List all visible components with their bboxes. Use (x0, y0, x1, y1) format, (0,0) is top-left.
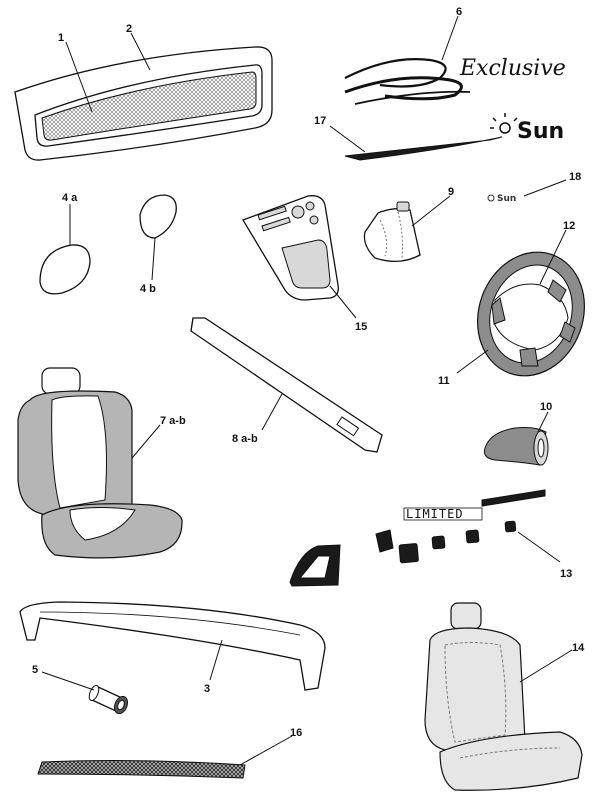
callout-16: 16 (290, 727, 302, 739)
leader-3 (209, 639, 223, 681)
sill-plate-part (190, 317, 383, 453)
exclusive-decal-text: Exclusive (459, 56, 566, 81)
center-console-part (242, 195, 339, 301)
leader-17 (329, 125, 366, 153)
exclusive-decal-part: Exclusive (344, 56, 566, 105)
leader-13 (517, 531, 561, 563)
leader-2 (130, 32, 151, 71)
leader-5 (41, 671, 95, 691)
callout-9: 9 (448, 186, 454, 198)
callout-12: 12 (563, 220, 575, 232)
steering-wheel-part (476, 251, 586, 377)
seat-cover-14-part (424, 602, 583, 791)
sun-badge-text: Sun (497, 194, 516, 204)
exhaust-tip-part (88, 684, 129, 715)
leader-9 (411, 195, 451, 227)
leader-15 (329, 285, 357, 319)
leader-7 (131, 424, 161, 459)
leader-4b (151, 237, 156, 281)
leader-11 (456, 349, 489, 374)
leader-8 (261, 393, 283, 431)
seat-cover-7-part (17, 367, 183, 559)
mirror-cover-4b-part (139, 194, 177, 239)
callout-4a: 4 a (62, 192, 78, 204)
callout-15: 15 (355, 321, 367, 333)
gear-knob-part (484, 427, 549, 466)
leader-14 (519, 649, 573, 683)
leader-16 (239, 735, 293, 766)
leader-18 (523, 179, 567, 197)
limited-decal-text: LIMITED (406, 507, 464, 521)
callout-17: 17 (314, 115, 326, 127)
leader-6 (441, 15, 459, 61)
mirror-cover-4a-part (39, 244, 91, 295)
grille-mesh-part (41, 71, 257, 141)
leader-10 (537, 411, 549, 433)
sun-decal-part: Sun (344, 113, 564, 161)
callout-4b: 4 b (140, 283, 156, 295)
callout-6: 6 (456, 6, 462, 18)
callout-11: 11 (438, 375, 450, 387)
callout-18: 18 (569, 171, 581, 183)
callout-5: 5 (32, 664, 38, 676)
leader-12 (539, 229, 567, 285)
callout-14: 14 (572, 642, 585, 654)
callout-10: 10 (540, 401, 552, 413)
callout-3: 3 (204, 683, 210, 695)
limited-decal-part: LIMITED (289, 489, 546, 587)
callout-13: 13 (560, 568, 572, 580)
callout-1: 1 (58, 32, 64, 44)
callout-7: 7 a-b (160, 415, 186, 427)
rear-spoiler-part (19, 601, 326, 691)
callout-2: 2 (126, 23, 132, 35)
mesh-strip-part (37, 760, 246, 779)
sun-badge-part: Sun (487, 194, 516, 204)
leader-1 (65, 41, 93, 113)
shift-boot-part (363, 201, 421, 262)
callout-8: 8 a-b (232, 433, 258, 445)
sun-decal-text: Sun (517, 119, 564, 144)
